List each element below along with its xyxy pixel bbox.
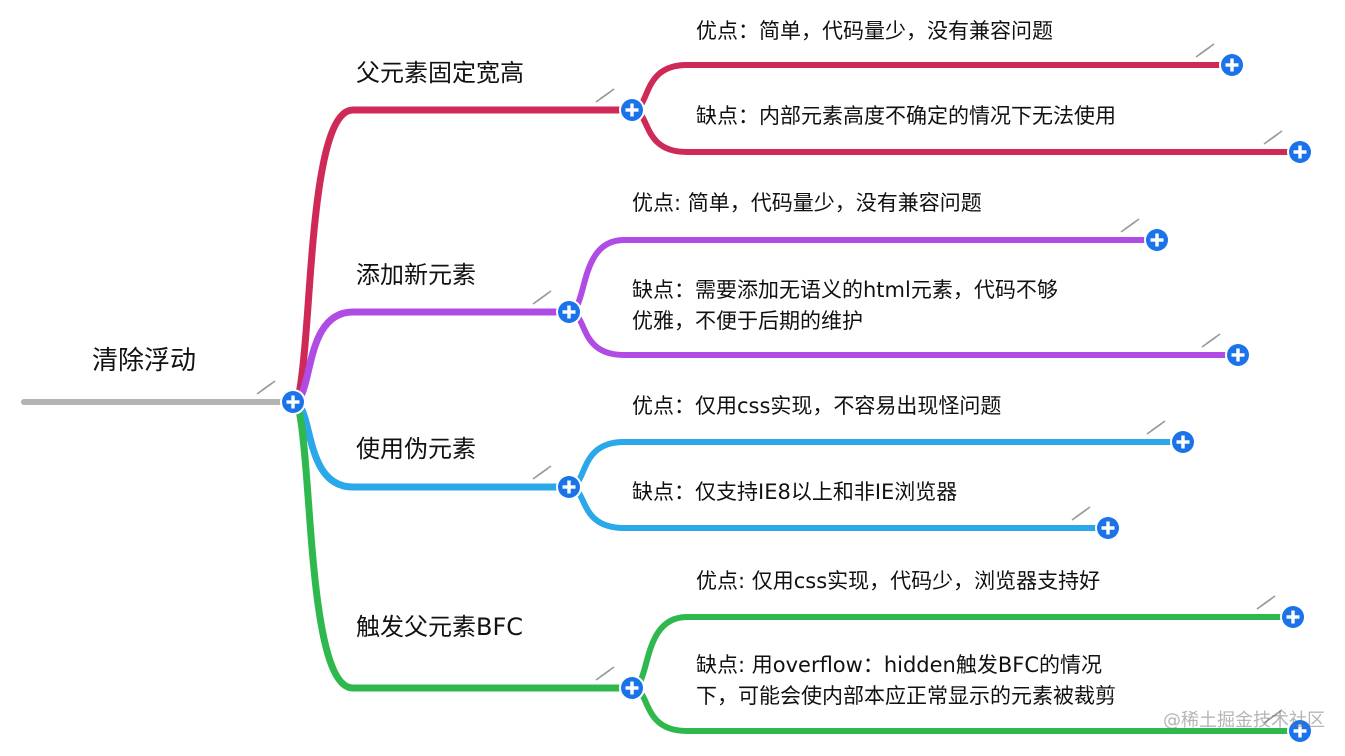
leaf-label-fixed-size-cons[interactable]: 缺点：内部元素高度不确定的情况下无法使用 [696, 104, 1116, 128]
resize-handle-icon[interactable] [595, 666, 615, 681]
plus-circle-icon[interactable] [1095, 515, 1121, 541]
resize-handle-icon[interactable] [532, 290, 552, 305]
branch-label-bfc[interactable]: 触发父元素BFC [356, 613, 524, 641]
leaf-label-add-element-pros[interactable]: 优点: 简单，代码量少，没有兼容问题 [632, 191, 982, 215]
resize-handle-icon[interactable] [1263, 709, 1283, 724]
resize-handle-icon[interactable] [256, 380, 276, 395]
branch-label-fixed-size[interactable]: 父元素固定宽高 [356, 59, 524, 87]
branch-connector-fixed-size [289, 106, 636, 406]
resize-handle-icon[interactable] [595, 88, 615, 103]
watermark: @稀土掘金技术社区 [1163, 710, 1325, 731]
leaf-label-fixed-size-pros[interactable]: 优点：简单，代码量少，没有兼容问题 [696, 19, 1053, 43]
resize-handle-icon[interactable] [1263, 130, 1283, 145]
plus-circle-icon[interactable] [556, 474, 582, 500]
plus-circle-icon[interactable] [1170, 429, 1196, 455]
branch-label-pseudo-element[interactable]: 使用伪元素 [356, 435, 476, 463]
root-topic-label[interactable]: 清除浮动 [92, 346, 197, 376]
leaf-label-add-element-cons[interactable]: 缺点：需要添加无语义的html元素，代码不够 优雅，不便于后期的维护 [632, 278, 1058, 333]
plus-circle-icon[interactable] [619, 675, 645, 701]
resize-handle-icon[interactable] [1195, 43, 1215, 58]
plus-circle-icon[interactable] [1287, 139, 1313, 165]
resize-handle-icon[interactable] [1071, 506, 1091, 521]
plus-circle-icon[interactable] [556, 299, 582, 325]
plus-circle-icon[interactable] [619, 97, 645, 123]
leaf-label-bfc-pros[interactable]: 优点: 仅用css实现，代码少，浏览器支持好 [696, 569, 1101, 593]
resize-handle-icon[interactable] [1120, 218, 1140, 233]
leaf-label-pseudo-element-cons[interactable]: 缺点：仅支持IE8以上和非IE浏览器 [632, 480, 958, 504]
plus-circle-icon[interactable] [1219, 52, 1245, 78]
resize-handle-icon[interactable] [1146, 420, 1166, 435]
branch-connector-add-element [289, 308, 573, 406]
plus-circle-icon[interactable] [280, 389, 306, 415]
resize-handle-icon[interactable] [1201, 333, 1221, 348]
plus-circle-icon[interactable] [1225, 342, 1251, 368]
branch-label-add-element[interactable]: 添加新元素 [356, 261, 476, 289]
leaf-label-pseudo-element-pros[interactable]: 优点：仅用css实现，不容易出现怪问题 [632, 394, 1002, 418]
resize-handle-icon[interactable] [1256, 595, 1276, 610]
leaf-label-bfc-cons[interactable]: 缺点: 用overflow：hidden触发BFC的情况 下，可能会使内部本应正… [696, 653, 1116, 708]
resize-handle-icon[interactable] [532, 465, 552, 480]
plus-circle-icon[interactable] [1280, 604, 1306, 630]
plus-circle-icon[interactable] [1144, 227, 1170, 253]
branch-connector-bfc [289, 398, 636, 692]
plus-circle-icon[interactable] [1287, 718, 1313, 744]
